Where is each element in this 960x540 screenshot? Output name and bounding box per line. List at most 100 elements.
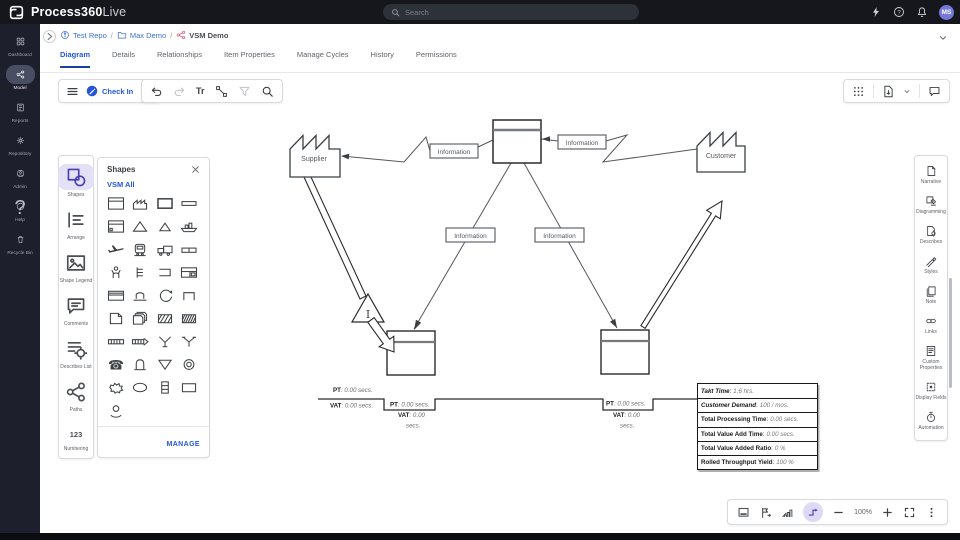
information-connector-customer[interactable] (601, 134, 698, 163)
milestone-icon[interactable] (759, 506, 772, 519)
menu-icon[interactable] (66, 85, 79, 98)
chevron-down-icon[interactable] (903, 85, 911, 98)
right-rail-custom-properties[interactable]: Custom Properties (913, 345, 949, 371)
right-rail-describes[interactable]: Describes (913, 225, 949, 245)
shape-truck[interactable] (154, 241, 176, 257)
information-connector-process2[interactable] (523, 162, 618, 329)
user-avatar[interactable]: MS (939, 4, 954, 20)
right-rail-links[interactable]: Links (913, 315, 949, 335)
shape-ellipse[interactable] (129, 379, 151, 395)
shape-crossdock[interactable] (154, 310, 176, 326)
shape-fifo-lane[interactable] (105, 333, 127, 349)
left-rail-paths[interactable]: Paths (58, 379, 94, 413)
connector[interactable] (477, 139, 494, 148)
supplier-node[interactable]: Supplier (289, 133, 341, 178)
shape-buffer-rings[interactable] (178, 356, 200, 372)
connector-style-button[interactable] (803, 502, 824, 522)
shape-cart[interactable] (129, 287, 151, 303)
sidebar-item-dashboard[interactable]: Dashboard (0, 32, 40, 58)
shape-window-box[interactable] (178, 264, 200, 280)
chevron-down-icon[interactable] (938, 33, 948, 43)
shape-process[interactable] (154, 195, 176, 211)
right-rail-styles[interactable]: Styles (913, 255, 949, 275)
shape-rectangle[interactable] (178, 379, 200, 395)
tab-item-properties[interactable]: Item Properties (223, 50, 275, 59)
sidebar-item-admin[interactable]: Admin (0, 164, 40, 190)
information-connector-process1[interactable] (413, 162, 512, 330)
information-node[interactable]: Information (429, 143, 479, 159)
brand[interactable]: Process360Live (0, 4, 126, 21)
tab-history[interactable]: History (370, 50, 394, 59)
shipment-arrow-to-process1[interactable] (367, 316, 395, 353)
shapes-category-link[interactable]: VSM All (107, 180, 135, 189)
shape-telephone[interactable]: ☎ (105, 356, 127, 372)
shape-operator-arc[interactable] (105, 402, 127, 418)
shipment-arrow-to-customer[interactable] (640, 199, 723, 330)
comment-icon[interactable] (928, 85, 941, 98)
information-node[interactable]: Information (534, 227, 585, 243)
more-options-kebab-icon[interactable] (925, 506, 938, 519)
takt-time-table[interactable]: Takt Time:1.6 hrs.Customer Demand:100 / … (697, 383, 818, 471)
left-rail-describes-list[interactable]: Describes List (58, 336, 94, 370)
connector-tool-icon[interactable] (215, 85, 228, 98)
scrollbar[interactable] (949, 278, 952, 388)
shape-ship[interactable] (178, 218, 200, 234)
help-icon[interactable]: ? (893, 6, 905, 18)
information-connector-supplier[interactable] (341, 135, 431, 163)
manage-shapes-link[interactable]: MANAGE (166, 441, 200, 448)
redo-icon[interactable] (173, 85, 186, 98)
right-rail-automation[interactable]: Automation (913, 411, 949, 431)
export-document-icon[interactable] (882, 85, 895, 98)
check-in-button[interactable]: Check In (86, 85, 133, 97)
shape-inventory-triangle[interactable] (129, 218, 151, 234)
process-node-2[interactable] (600, 329, 650, 375)
shape-airplane[interactable] (105, 241, 127, 257)
shape-andon-light[interactable] (129, 356, 151, 372)
breadcrumb-item-3[interactable]: VSM Demo (176, 30, 228, 40)
shape-process-with-data[interactable] (105, 195, 127, 211)
tab-permissions[interactable]: Permissions (415, 50, 457, 59)
shape-documents[interactable] (129, 310, 151, 326)
sidebar-item-reports[interactable]: Reports (0, 98, 40, 124)
filter-icon[interactable] (238, 85, 251, 98)
right-rail-diagramming[interactable]: Diagramming (913, 195, 949, 215)
sidebar-item-model[interactable]: Model (0, 65, 40, 91)
chart-icon[interactable] (781, 506, 794, 519)
notifications-bell-icon[interactable] (916, 6, 928, 18)
zoom-level[interactable]: 100% (854, 508, 872, 516)
shape-pull-funnel[interactable] (154, 333, 176, 349)
process-node-1[interactable] (386, 330, 436, 376)
shape-process-marked[interactable] (105, 218, 127, 234)
inventory-triangle-node[interactable]: I (350, 292, 386, 323)
shipment-line-supplier[interactable] (303, 176, 367, 300)
shape-operator[interactable] (105, 264, 127, 280)
left-rail-shape-legend[interactable]: Shape Legend (58, 250, 94, 284)
fullscreen-icon[interactable] (903, 506, 916, 519)
shape-factory[interactable] (129, 195, 151, 211)
diagram-canvas[interactable]: Supplier Customer (40, 73, 960, 533)
tab-details[interactable]: Details (112, 50, 135, 59)
shape-kaizen-loop[interactable] (154, 287, 176, 303)
panel-expand-button[interactable] (43, 30, 56, 43)
information-node[interactable]: Information (445, 227, 496, 243)
information-node[interactable]: Information (557, 134, 607, 150)
shape-kanban-post[interactable] (129, 264, 151, 280)
shape-kaizen-burst[interactable] (105, 379, 127, 395)
quick-actions-icon[interactable] (870, 6, 882, 18)
shape-dock[interactable] (178, 241, 200, 257)
overview-map-icon[interactable] (737, 506, 750, 519)
sidebar-item-recycle-bin[interactable]: Recycle Bin (0, 230, 40, 256)
shape-striped-process[interactable] (105, 287, 127, 303)
shape-pull-funnel-alt[interactable] (178, 333, 200, 349)
production-control-node[interactable] (492, 119, 542, 164)
shape-crossdock-alt[interactable] (178, 310, 200, 326)
shape-workcell[interactable] (154, 264, 176, 280)
sidebar-item-repository[interactable]: Repository (0, 131, 40, 157)
shape-document[interactable] (105, 310, 127, 326)
right-rail-narrative[interactable]: Narrative (913, 165, 949, 185)
left-rail-comments[interactable]: Comments (58, 293, 94, 327)
grid-view-icon[interactable] (852, 85, 865, 98)
shape-supermarket[interactable] (154, 379, 176, 395)
search-input[interactable] (405, 7, 605, 17)
